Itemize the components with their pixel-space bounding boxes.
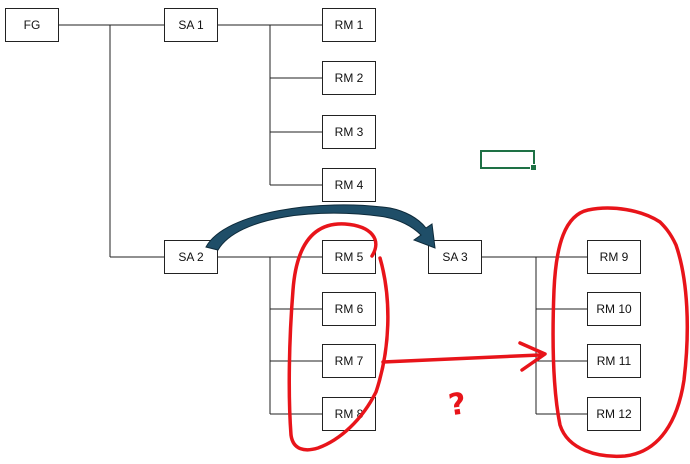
node-rm4[interactable]: RM 4 bbox=[322, 168, 376, 202]
node-fg[interactable]: FG bbox=[5, 8, 59, 42]
node-sa2[interactable]: SA 2 bbox=[164, 240, 218, 274]
node-sa1[interactable]: SA 1 bbox=[164, 8, 218, 42]
node-sa3[interactable]: SA 3 bbox=[428, 240, 482, 274]
node-rm1[interactable]: RM 1 bbox=[322, 8, 376, 42]
node-rm10[interactable]: RM 10 bbox=[587, 292, 641, 326]
node-rm2[interactable]: RM 2 bbox=[322, 61, 376, 95]
node-rm6[interactable]: RM 6 bbox=[322, 292, 376, 326]
node-rm7[interactable]: RM 7 bbox=[322, 344, 376, 378]
node-rm9[interactable]: RM 9 bbox=[587, 240, 641, 274]
fill-handle[interactable] bbox=[530, 164, 537, 171]
selected-cell-outline[interactable] bbox=[480, 150, 537, 171]
node-rm3[interactable]: RM 3 bbox=[322, 115, 376, 149]
node-rm12[interactable]: RM 12 bbox=[587, 397, 641, 431]
node-rm11[interactable]: RM 11 bbox=[587, 344, 641, 378]
node-rm8[interactable]: RM 8 bbox=[322, 397, 376, 431]
node-rm5[interactable]: RM 5 bbox=[322, 240, 376, 274]
